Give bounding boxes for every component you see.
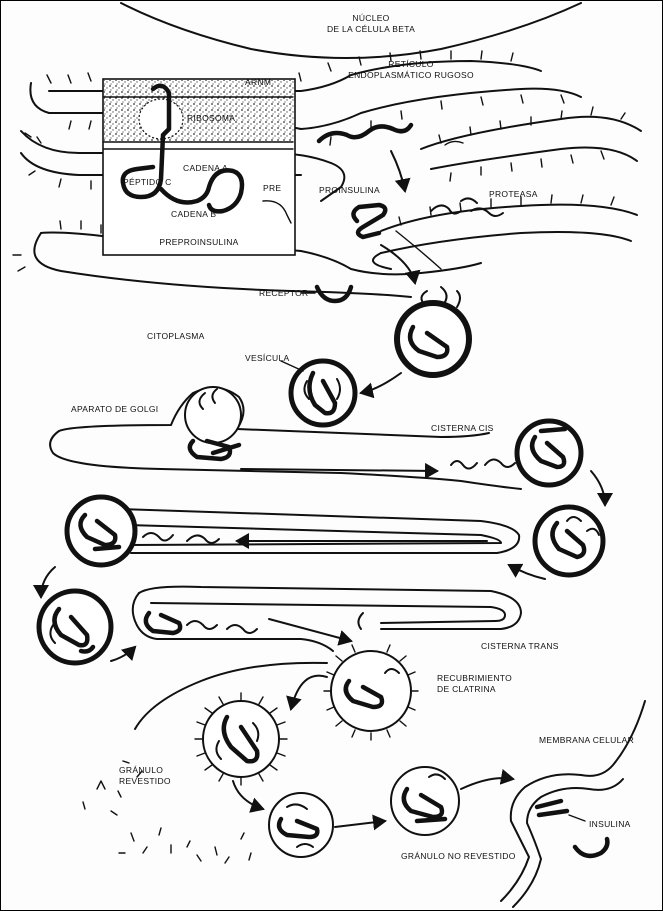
peptide-c-label: PÉPTIDO C [123,177,172,187]
nucleus-label-2: DE LA CÉLULA BETA [327,24,415,34]
uncoated-granule-2 [391,767,459,835]
protease-label: PROTEASA [489,189,538,199]
cell-membrane-label: MEMBRANA CELULAR [539,735,634,745]
insulin-label: INSULINA [589,819,631,829]
chain-a-label: CADENA A [183,163,228,173]
receptor-shape [317,287,351,301]
nucleus-label: NÚCLEO [352,13,389,23]
cytoplasm-label: CITOPLASMA [147,331,205,341]
cell-membrane [501,701,645,901]
coated-granule-label-2: REVESTIDO [119,776,171,786]
rer-label-2: ENDOPLASMÁTICO RUGOSO [348,70,474,80]
polypeptide-in-er [319,125,411,141]
ribosome-label: RIBOSOMA [187,113,235,123]
ribosome-shape [139,99,183,139]
rer-label: RETÍCULO [388,59,433,69]
golgi-trans-cisterna [39,587,521,663]
preproinsulin-label: PREPROINSULINA [159,237,238,247]
proinsulin-molecule [353,205,385,237]
clathrin-label: RECUBRIMIENTO [437,673,512,683]
er-budding-vesicle [397,287,469,375]
vesicle-label: VESÍCULA [245,353,289,363]
chain-b-label: CADENA B [171,209,216,219]
trans-cistern-label: CISTERNA TRANS [481,641,559,651]
pre-label: PRE [263,183,281,193]
cis-cistern-label: CISTERNA CIS [431,423,494,433]
golgi-medial-cisterna [67,497,603,575]
golgi-label: APARATO DE GOLGI [71,404,158,414]
coated-granule [195,693,287,785]
receptor-label: RECEPTOR [259,288,308,298]
mrna-label: ARNm [245,77,271,87]
proinsulin-label: PROINSULINA [319,185,380,195]
uncoated-granule-label: GRÁNULO NO REVESTIDO [401,851,516,861]
coated-granule-label: GRÁNULO [119,765,163,775]
clathrin-coated-bud [324,645,418,740]
clathrin-label-2: DE CLATRINA [437,684,496,694]
uncoated-granule-1 [269,793,333,857]
